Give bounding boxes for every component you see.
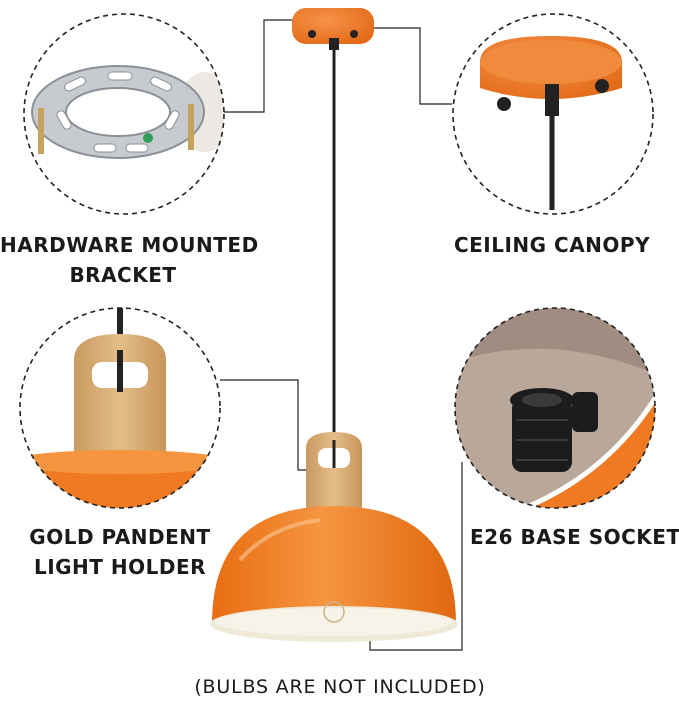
hardware-bracket-label: HARDWARE MOUNTED BRACKET bbox=[0, 230, 259, 290]
light-holder-label-line2: LIGHT HOLDER bbox=[33, 555, 207, 579]
ceiling-canopy-label-line1: CEILING CANOPY bbox=[453, 233, 651, 257]
lamp-shade bbox=[210, 506, 458, 642]
base-socket-label-line1: E26 BASE SOCKET bbox=[470, 525, 679, 549]
canopy-detail-circle bbox=[452, 13, 654, 215]
light-holder-label-line1: GOLD PANDENT bbox=[29, 525, 211, 549]
wooden-holder bbox=[306, 432, 362, 520]
ceiling-canopy bbox=[292, 8, 374, 50]
hardware-bracket-label-line1: HARDWARE MOUNTED bbox=[0, 233, 259, 257]
callout-lines bbox=[220, 19, 463, 651]
light-holder-label: GOLD PANDENT LIGHT HOLDER bbox=[20, 522, 220, 582]
holder-detail-circle bbox=[19, 307, 221, 509]
hardware-bracket-label-line2: BRACKET bbox=[69, 263, 177, 287]
socket-detail-circle bbox=[454, 307, 656, 509]
base-socket-label: E26 BASE SOCKET bbox=[470, 522, 679, 552]
ceiling-canopy-label: CEILING CANOPY bbox=[452, 230, 652, 260]
bulbs-not-included-note: (BULBS ARE NOT INCLUDED) bbox=[194, 676, 486, 698]
bracket-detail-circle bbox=[23, 13, 225, 215]
